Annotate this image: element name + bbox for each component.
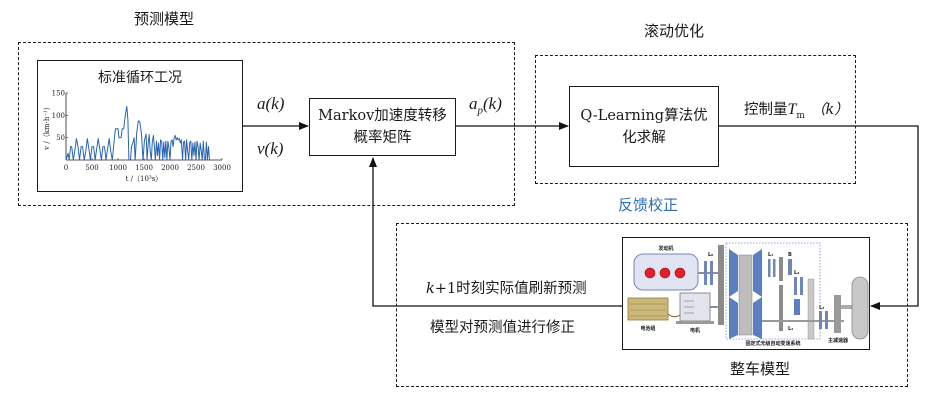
- chart-y-tick-label: 50: [56, 134, 65, 142]
- control-tail: （k）: [810, 102, 849, 118]
- cvt-belt: [738, 254, 753, 336]
- clutch-l1-label: L₁: [768, 252, 773, 258]
- chart-y-tick-label: 100: [52, 112, 65, 120]
- cvt-pulley-icon: [729, 249, 738, 297]
- drive-cycle-chart: 标准循环工况 0 500 1000 1500 2000 2500 3000 50 100 150 t…: [37, 60, 243, 192]
- chart-plot-area: 0 500 1000 1500 2000 2500 3000 50 100 150 t /（10³s…: [43, 90, 231, 184]
- signal-v-k: v(k): [257, 139, 284, 158]
- signal-ap-k: ap(k): [469, 94, 502, 116]
- clutch-l3-label: L₃: [819, 305, 824, 311]
- clutch-l0: [704, 261, 707, 285]
- control-subscript: m: [796, 110, 805, 121]
- motor-label: 电机: [690, 327, 700, 334]
- chart-x-tick-label: 2000: [161, 164, 179, 172]
- rolling-optimization-title: 滚动优化: [644, 22, 705, 40]
- vehicle-model-title: 整车模型: [730, 360, 791, 378]
- q-learning-optimization-block: Q-Learning算法优 化求解: [569, 86, 719, 167]
- engine-cylinder-icon: [644, 267, 656, 279]
- vehicle-model-image: 发动机 L₀ 电池组 电机 L₁ B: [622, 237, 870, 350]
- control-output-label: 控制量Tm （k）: [744, 98, 849, 121]
- signal-ap-subscript: p: [477, 104, 484, 117]
- markov-block-line1: Markov加速度转移: [318, 108, 447, 124]
- brake-label: B: [788, 252, 792, 258]
- qlearning-block-line1: Q-Learning算法优: [580, 107, 708, 124]
- battery-pack: [627, 297, 669, 321]
- chart-series-line-speed: [65, 105, 210, 161]
- chart-x-tick-label: 500: [85, 164, 98, 172]
- feedback-k: k: [426, 281, 435, 297]
- engine-cylinder-icon: [674, 267, 686, 279]
- powertrain-schematic: 发动机 L₀ 电池组 电机 L₁ B: [627, 242, 869, 347]
- feedback-correction-title: 反馈校正: [618, 196, 679, 214]
- prediction-model-title: 预测模型: [134, 10, 195, 28]
- chart-x-tick-label: 1000: [109, 164, 127, 172]
- clutch-l4-label: L₄: [788, 326, 793, 332]
- control-T: T: [787, 101, 797, 118]
- control-prefix: 控制量: [744, 102, 788, 118]
- chart-title: 标准循环工况: [98, 70, 182, 86]
- signal-ap-tail: (k): [483, 94, 502, 113]
- chart-y-tick-label: 150: [52, 90, 65, 98]
- final-drive: [834, 295, 841, 333]
- clutch-l2-label: L₂: [794, 270, 799, 276]
- signal-ap-base: a: [469, 94, 478, 113]
- markov-transition-matrix-block: Markov加速度转移 概率矩阵: [309, 98, 456, 156]
- final-drive-label: 主减速器: [828, 337, 849, 344]
- wheel-icon: [851, 276, 869, 340]
- chart-x-axis-label: t /（10³s）: [126, 175, 163, 183]
- engine-cylinder-icon: [659, 267, 671, 279]
- clutch-l0-label: L₀: [708, 252, 713, 258]
- chart-x-tick-label: 2500: [187, 164, 205, 172]
- feedback-line1-rest: +1时刻实际值刷新预测: [434, 281, 587, 297]
- markov-block-line2: 概率矩阵: [353, 130, 412, 146]
- battery-label: 电池组: [640, 325, 655, 332]
- chart-x-tick-label: 1500: [135, 164, 153, 172]
- transfer-gear: [718, 245, 724, 325]
- feedback-text-line1: k+1时刻实际值刷新预测: [426, 277, 587, 298]
- chart-x-tick-label: 0: [64, 164, 68, 172]
- cvt-label: 固定式无级自动变速系统: [745, 340, 800, 347]
- rolling-optimization-group: [535, 55, 856, 184]
- chart-y-axis-label: v /（km·h⁻¹）: [43, 103, 51, 151]
- engine-label: 发动机: [657, 245, 673, 252]
- qlearning-block-line2: 化求解: [622, 129, 666, 146]
- signal-a-k: a(k): [257, 94, 285, 113]
- chart-x-tick-label: 3000: [213, 164, 231, 172]
- feedback-text-line2: 模型对预测值进行修正: [430, 320, 575, 336]
- prediction-model-group: [18, 42, 515, 206]
- drive-cycle-chart-svg: 标准循环工况 0 500 1000 1500 2000 2500 3000 50 100 150 t…: [43, 70, 231, 184]
